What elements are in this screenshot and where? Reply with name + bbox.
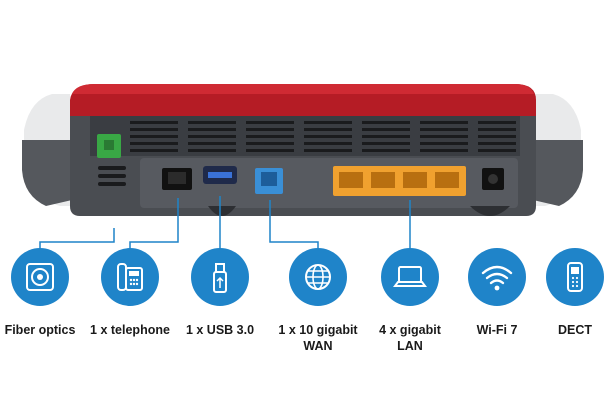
vent-slot <box>478 135 516 138</box>
vent-slot <box>478 121 516 124</box>
power-port-pin <box>488 174 498 184</box>
vent-slot <box>420 135 468 138</box>
vent-slot <box>420 128 468 131</box>
vent-slot <box>246 135 294 138</box>
vent-slot <box>362 149 410 152</box>
vent-slot <box>188 149 236 152</box>
lan-port-1 <box>339 172 363 188</box>
vent-slot <box>362 135 410 138</box>
feature-lan: 4 x gigabit LAN <box>355 248 465 354</box>
vent-slot <box>362 142 410 145</box>
vent-slot <box>130 142 178 145</box>
vent-slot <box>246 121 294 124</box>
feature-usb: 1 x USB 3.0 <box>165 248 275 338</box>
usb-port-tongue <box>208 172 232 178</box>
telephone-port-inner <box>168 172 186 184</box>
feature-label: Wi-Fi 7 <box>476 323 518 337</box>
vent-slot <box>304 142 352 145</box>
connector-lines <box>39 196 411 252</box>
laptop-icon <box>381 248 439 306</box>
bottom-foot-right <box>470 206 510 216</box>
vent-slot <box>130 128 178 131</box>
vent-slot <box>420 149 468 152</box>
feature-wifi: Wi-Fi 7 <box>442 248 552 338</box>
vent-slot <box>188 142 236 145</box>
lan-port-3 <box>403 172 427 188</box>
vent-slot <box>188 128 236 131</box>
vent-slot <box>246 128 294 131</box>
left-vent-3 <box>98 182 126 186</box>
right-foot <box>533 140 583 206</box>
vent-slot <box>130 149 178 152</box>
vent-slot <box>188 135 236 138</box>
wifi-icon <box>468 248 526 306</box>
feature-label: Fiber optics <box>4 323 76 337</box>
vent-slot <box>246 149 294 152</box>
globe-icon <box>289 248 347 306</box>
vent-slot <box>420 121 468 124</box>
vent-slot <box>362 121 410 124</box>
feature-label: 1 x telephone <box>90 323 170 337</box>
connector-telephone <box>129 198 179 252</box>
vent-slot <box>478 128 516 131</box>
usb-stick-icon <box>191 248 249 306</box>
vent-slot <box>304 135 352 138</box>
vent-slot <box>188 121 236 124</box>
feature-wan: 1 x 10 gigabit WAN <box>263 248 373 354</box>
feature-label: DECT <box>557 323 593 337</box>
lan-ports-block <box>333 166 466 196</box>
feature-fiber-optics: Fiber optics <box>0 248 95 338</box>
vent-slot <box>420 142 468 145</box>
connector-wan <box>269 200 319 252</box>
vent-slot <box>130 121 178 124</box>
fiber-optics-icon <box>11 248 69 306</box>
wan-port-inner <box>261 172 277 186</box>
left-foot <box>22 140 72 206</box>
dect-phone-icon <box>546 248 604 306</box>
vent-slot <box>130 135 178 138</box>
feature-label: 4 x gigabit LAN <box>379 323 441 353</box>
left-vent-2 <box>98 174 126 178</box>
fiber-port-inner <box>104 140 114 150</box>
vent-slot <box>362 128 410 131</box>
feature-label: 1 x 10 gigabit WAN <box>278 323 358 353</box>
vent-slot <box>478 149 516 152</box>
vent-slot <box>246 142 294 145</box>
left-vent-1 <box>98 166 126 170</box>
feature-telephone: 1 x telephone <box>75 248 185 338</box>
vent-slot <box>478 142 516 145</box>
telephone-icon <box>101 248 159 306</box>
lan-port-4 <box>435 172 459 188</box>
feature-dect: DECT <box>520 248 610 338</box>
connector-fiber <box>39 228 115 252</box>
router-top-highlight <box>72 84 534 94</box>
bottom-foot-left <box>208 206 236 216</box>
vent-slot <box>304 121 352 124</box>
vent-slot <box>304 128 352 131</box>
feature-label: 1 x USB 3.0 <box>185 323 255 337</box>
vent-slot <box>304 149 352 152</box>
vent-slots <box>130 121 516 152</box>
lan-port-2 <box>371 172 395 188</box>
